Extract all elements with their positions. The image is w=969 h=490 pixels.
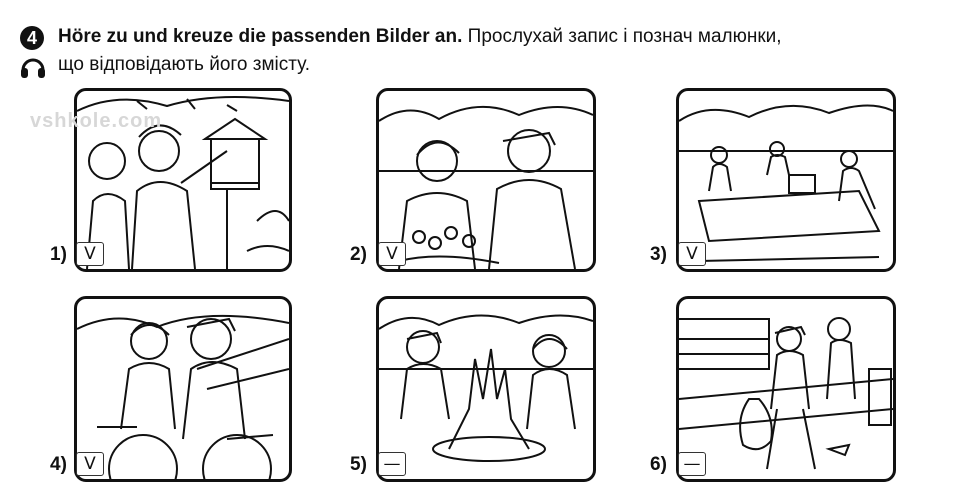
- instruction-ukrainian-2: що відповідають його змісту.: [58, 54, 311, 75]
- litter-picking-scene-illustration: [679, 317, 893, 470]
- picture-6-checkbox[interactable]: —: [678, 452, 706, 476]
- picture-6-frame: [676, 296, 896, 482]
- instruction-ukrainian-1: Прослухай запис і познач малюнки,: [467, 26, 782, 47]
- picture-1-frame: [74, 88, 292, 272]
- picture-4-label: 4): [50, 454, 67, 475]
- picture-3-checkbox[interactable]: V: [678, 242, 706, 266]
- headphones-icon: [21, 58, 45, 78]
- instruction-german: Höre zu und kreuze die passenden Bilder …: [58, 26, 463, 47]
- picture-5-checkbox[interactable]: —: [378, 452, 406, 476]
- task-number-badge: 4: [20, 26, 44, 50]
- picture-3-frame: [676, 88, 896, 272]
- picture-2-frame: [376, 88, 596, 272]
- campfire-scene-illustration: [379, 314, 593, 462]
- picture-4-frame: [74, 296, 292, 482]
- cycling-scene-illustration: [77, 314, 289, 479]
- picture-4-checkbox[interactable]: V: [76, 452, 104, 476]
- picture-6-label: 6): [650, 454, 667, 475]
- picture-1-label: 1): [50, 244, 67, 265]
- birdhouse-scene-illustration: [77, 96, 289, 269]
- picture-5-frame: [376, 296, 596, 482]
- picnic-scene-illustration: [679, 104, 893, 262]
- picture-5-label: 5): [350, 454, 367, 475]
- picture-2-label: 2): [350, 244, 367, 265]
- task-instruction-line1: Höre zu und kreuze die passenden Bilder …: [58, 26, 782, 48]
- picture-2-checkbox[interactable]: V: [378, 242, 406, 266]
- planting-flowers-scene-illustration: [379, 106, 593, 269]
- picture-1-checkbox[interactable]: V: [76, 242, 104, 266]
- picture-3-label: 3): [650, 244, 667, 265]
